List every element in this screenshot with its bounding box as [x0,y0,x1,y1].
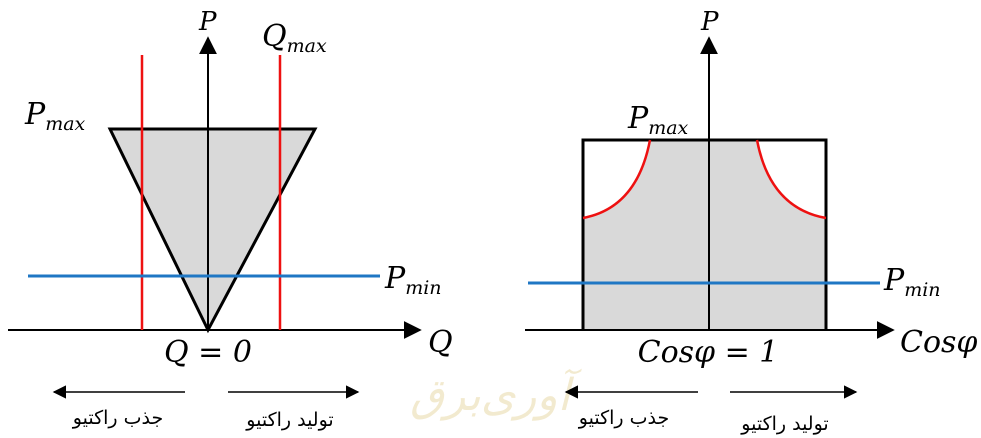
right-left-curve [582,139,652,220]
right-p-min-label: Pmin [883,263,941,301]
left-q-max-label: Qmax [262,19,327,57]
left-operating-region [107,127,318,334]
right-diagram: P Cosφ Pmax Pmin Cosφ = 1 جذب راکتیو تول… [525,7,977,435]
right-axis-y-label: P [700,7,719,37]
left-origin-label: Q = 0 [164,335,252,370]
right-boundary [581,138,828,330]
left-axis-x-label: Q [428,325,453,360]
left-axis-y-label: P [198,7,217,37]
left-p-min-label: Pmin [384,261,442,299]
watermark-logo: آوری‌برق [410,368,583,421]
right-operating-region [583,140,826,330]
right-generate-text: تولید راکتیو [740,413,828,435]
right-absorb-text: جذب راکتیو [578,407,669,429]
right-p-max-label: Pmax [627,101,689,139]
left-generate-text: تولید راکتیو [245,409,333,431]
right-origin-label: Cosφ = 1 [638,335,779,370]
left-diagram: P Q Qmax Pmax Pmin Q = 0 جذب راکتیو تولی… [8,7,453,431]
left-absorb-text: جذب راکتیو [72,407,163,429]
right-axis-x-label: Cosφ [900,325,977,360]
left-p-max-label: Pmax [24,97,86,135]
right-right-curve [755,139,827,220]
